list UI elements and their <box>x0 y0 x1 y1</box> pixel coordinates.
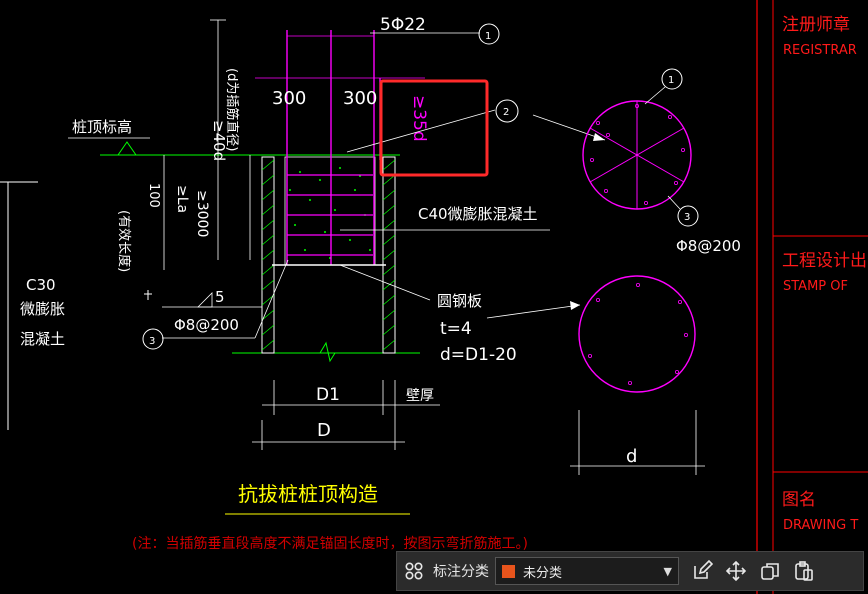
c30-line3: 混凝土 <box>20 330 65 348</box>
section-circle-top: 1 3 Φ8@200 <box>582 68 741 255</box>
annotation-toolbar: 标注分类 未分类 ▼ <box>396 551 864 591</box>
registrar-cn: 注册师章 <box>782 15 850 35</box>
category-label: 标注分类 <box>433 564 489 580</box>
dim-anchor-note: (d为插筋直径) <box>224 68 240 151</box>
stirrup-right: Φ8@200 <box>676 237 741 255</box>
effective-length: (有效长度) <box>116 210 132 272</box>
stirrup-left: Φ8@200 <box>174 316 239 334</box>
bar-spec: 5Φ22 <box>380 15 426 35</box>
dim-d-small: d <box>626 446 637 467</box>
callout-1-top: 1 <box>485 31 491 42</box>
weld-symbol: 5 <box>215 288 225 306</box>
callout-1-small: 1 <box>668 75 674 86</box>
callout-2: 2 <box>503 107 509 118</box>
concrete-spec: C40微膨胀混凝土 <box>418 205 538 223</box>
wall-thickness: 壁厚 <box>406 388 434 404</box>
dim-35d: ≥35d <box>409 95 429 142</box>
steel-plate-t: t=4 <box>440 319 472 339</box>
dim-D: D <box>317 420 331 441</box>
edit-icon[interactable] <box>685 554 719 588</box>
steel-plate-title: 圆钢板 <box>437 292 482 310</box>
stamp-en: STAMP OF <box>783 279 848 294</box>
chevron-down-icon: ▼ <box>663 564 672 578</box>
pile-section: ≥40d (d为插筋直径) 100 ≥La ≥3000 (有效长度) 桩顶标高 … <box>68 15 606 450</box>
section-circle-bottom: d <box>570 275 705 475</box>
title-block: 注册师章 REGISTRAR 工程设计出图 STAMP OF 图名 DRAWIN… <box>756 0 868 594</box>
dim-la: ≥La <box>174 185 190 213</box>
category-color-swatch <box>502 564 515 578</box>
grid-menu-icon[interactable] <box>397 554 431 588</box>
dim-d1: D1 <box>316 385 340 405</box>
dim-100: 100 <box>146 183 161 208</box>
copy-icon[interactable] <box>753 554 787 588</box>
drawing-title-cn: 图名 <box>782 490 816 510</box>
registrar-en: REGISTRAR <box>783 43 857 58</box>
drawing-note: (注：当插筋垂直段高度不满足锚固长度时，按图示弯折筋施工。) <box>132 535 528 552</box>
dim-anchor-len: ≥40d <box>210 120 228 161</box>
callout-3-small: 3 <box>684 212 690 223</box>
drawing-title-en: DRAWING T <box>783 518 858 533</box>
move-icon[interactable] <box>719 554 753 588</box>
category-dropdown[interactable]: 未分类 ▼ <box>495 557 679 585</box>
highlight-box[interactable] <box>379 79 489 177</box>
dim-300-b: 300 <box>343 88 377 109</box>
steel-plate-d: d=D1-20 <box>440 345 517 365</box>
c30-line1: C30 <box>26 276 56 294</box>
drawing-title: 抗拔桩桩顶构造 <box>238 482 378 506</box>
paste-icon[interactable] <box>787 554 821 588</box>
pile-top-label: 桩顶标高 <box>72 118 132 136</box>
c30-line2: 微膨胀 <box>20 300 65 318</box>
dim-300-a: 300 <box>272 88 306 109</box>
stamp-cn: 工程设计出图 <box>782 251 868 271</box>
callout-3-left: 3 <box>149 336 155 347</box>
left-pile-fragment: C30 微膨胀 混凝土 <box>0 181 65 430</box>
dim-3000: ≥3000 <box>194 190 210 237</box>
category-value: 未分类 <box>523 565 563 581</box>
